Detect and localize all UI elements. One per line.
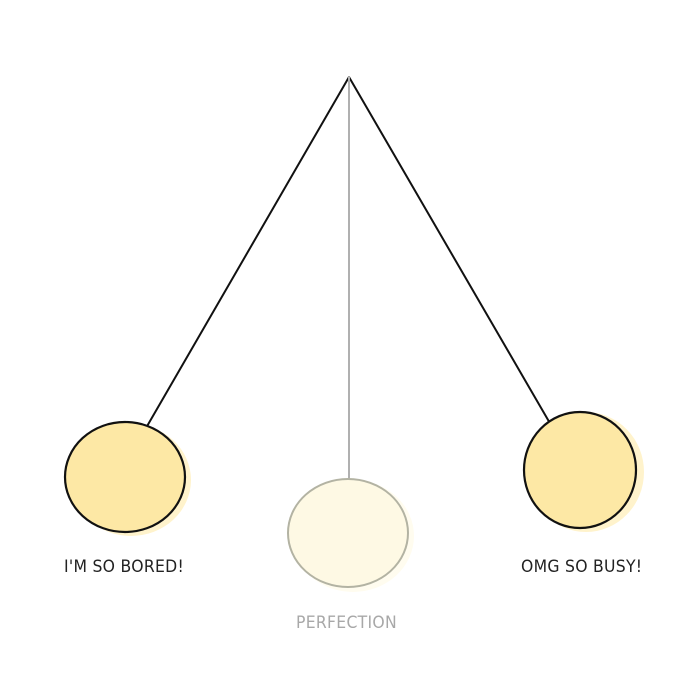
right-pendulum-ball [522, 410, 638, 530]
label-bored: I'M SO BORED! [64, 557, 185, 577]
center-pendulum-ball [287, 478, 409, 588]
right-pendulum-string [348, 76, 552, 426]
left-pendulum-string [145, 76, 350, 429]
label-perfection: PERFECTION [296, 613, 397, 633]
label-busy: OMG SO BUSY! [521, 557, 643, 577]
left-pendulum-ball [63, 420, 187, 534]
